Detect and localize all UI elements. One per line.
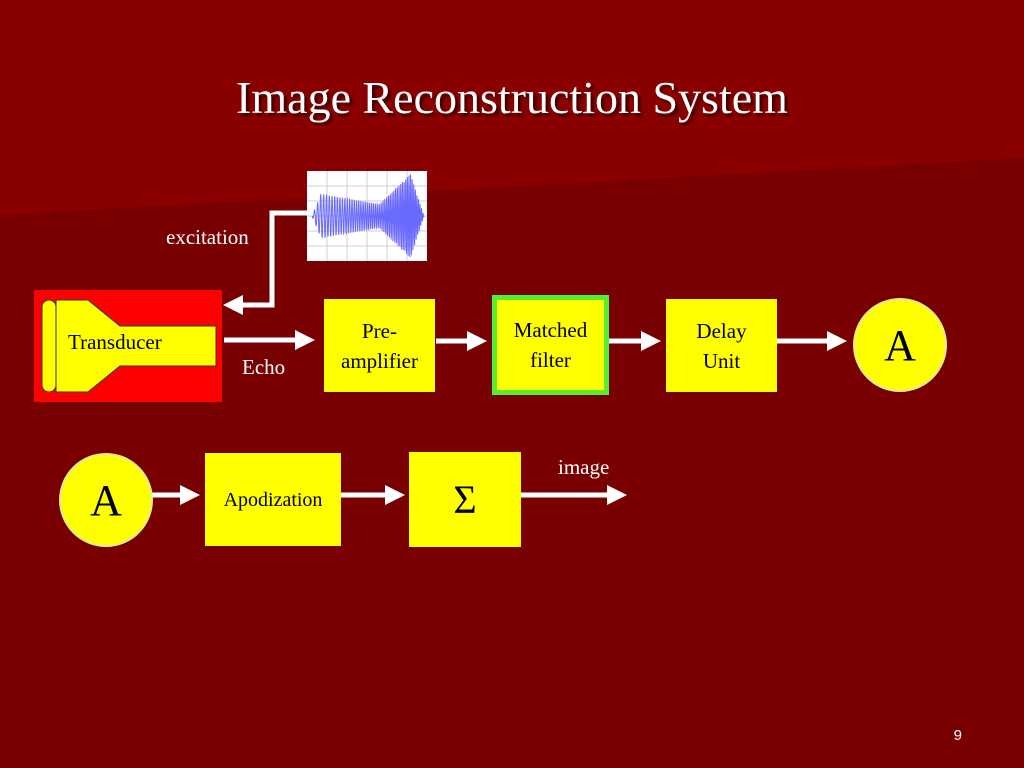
delay-unit-label-line1: Delay [696, 318, 747, 343]
preamplifier-label-line1: Pre- [362, 318, 397, 343]
delay-unit-block: Delay Unit [666, 299, 777, 392]
preamplifier-block: Pre- amplifier [324, 299, 435, 392]
preamplifier-label-line2: amplifier [341, 348, 418, 373]
excitation-waveform [307, 171, 427, 261]
apodization-label: Apodization [223, 488, 323, 511]
delay-unit-label-line2: Unit [702, 348, 741, 373]
slide-title: Image Reconstruction System [236, 72, 788, 123]
summation-symbol: Σ [453, 476, 477, 522]
echo-label: Echo [242, 355, 286, 379]
connector-a-bottom: A [59, 453, 153, 547]
page-number: 9 [953, 727, 962, 744]
summation-block: Σ [409, 452, 521, 547]
connector-a-top: A [853, 298, 947, 392]
matched-filter-label-line1: Matched [513, 318, 588, 342]
image-label: image [558, 455, 610, 479]
transducer-block [34, 290, 222, 402]
matched-filter-label-line2: filter [530, 348, 571, 372]
excitation-arrow [223, 210, 307, 315]
excitation-label: excitation [166, 225, 249, 249]
apodization-block: Apodization [205, 453, 341, 546]
transducer-label: Transducer [68, 330, 162, 354]
matched-filter-block: Matched filter [492, 295, 609, 395]
